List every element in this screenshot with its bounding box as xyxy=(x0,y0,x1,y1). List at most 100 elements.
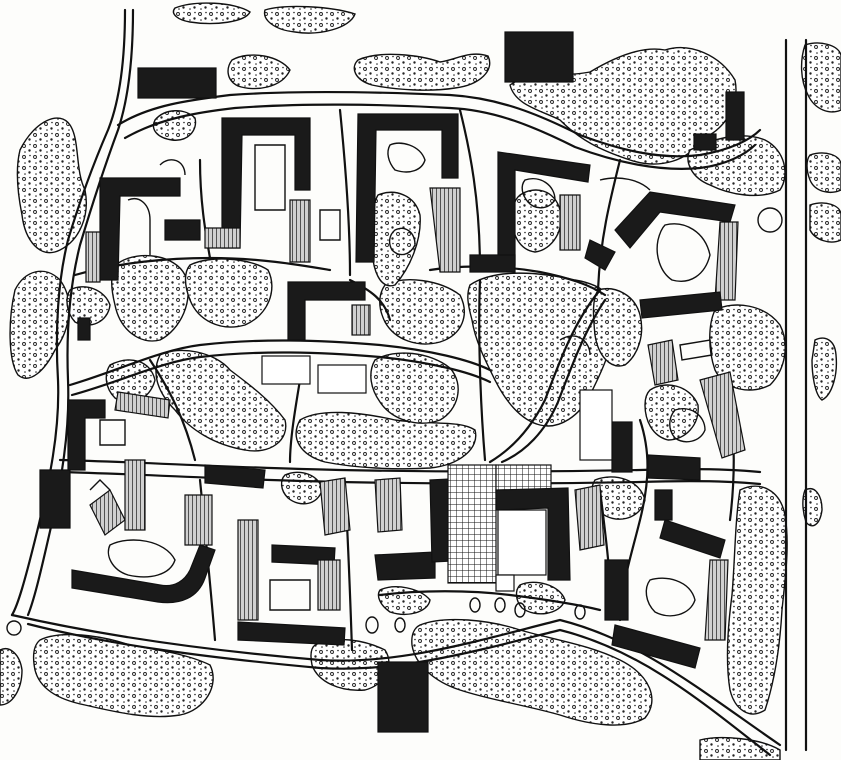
planter xyxy=(514,602,526,618)
planter xyxy=(365,616,379,634)
access-road xyxy=(70,351,492,397)
access-road xyxy=(148,358,197,462)
tree-canopy xyxy=(809,202,841,243)
access-road xyxy=(378,590,602,612)
footpath xyxy=(599,177,651,191)
tree-canopy xyxy=(0,648,23,706)
tree-canopy xyxy=(155,349,287,452)
residential-block xyxy=(164,219,201,241)
courtyard-path xyxy=(388,227,416,256)
access-road xyxy=(500,298,607,464)
civic-hall xyxy=(497,509,547,576)
tree-canopy xyxy=(263,5,356,34)
residential-block xyxy=(114,391,171,419)
residential-block xyxy=(611,624,701,669)
perimeter-road xyxy=(10,613,782,747)
access-road xyxy=(116,90,762,158)
tree-canopy xyxy=(699,736,781,760)
pavilion xyxy=(261,355,311,385)
access-road xyxy=(288,378,302,464)
tree-canopy xyxy=(280,471,323,505)
courtyard-path xyxy=(254,144,286,211)
tree-canopy xyxy=(371,191,421,287)
access-road xyxy=(478,278,487,462)
footpath xyxy=(559,335,591,356)
access-road xyxy=(458,108,482,272)
courtyard-path xyxy=(387,142,426,173)
residential-block xyxy=(355,113,459,263)
residential-block xyxy=(639,291,723,319)
residential-block xyxy=(704,559,729,641)
tree-canopy xyxy=(295,411,477,470)
tree-canopy xyxy=(800,42,841,113)
building-block xyxy=(504,31,574,83)
perimeter-road xyxy=(10,8,127,617)
commercial-center xyxy=(495,487,571,581)
footpath xyxy=(319,209,341,241)
residential-block xyxy=(604,559,629,621)
residential-block xyxy=(429,187,461,273)
tree-canopy xyxy=(184,258,273,328)
tree-canopy xyxy=(811,337,838,401)
residential-block xyxy=(89,489,126,536)
courtyard-path xyxy=(127,198,151,255)
tree-canopy xyxy=(111,254,189,342)
residential-block xyxy=(699,371,746,459)
residential-block xyxy=(319,477,351,536)
residential-block xyxy=(574,484,605,551)
residential-block xyxy=(584,239,616,271)
building-block xyxy=(693,133,717,151)
access-road xyxy=(596,158,622,292)
courtyard-path xyxy=(99,419,126,446)
residential-block xyxy=(579,389,613,461)
tree-canopy xyxy=(310,638,390,691)
access-road xyxy=(338,108,352,277)
school-building xyxy=(287,281,366,341)
tree-canopy xyxy=(644,384,699,441)
residential-block xyxy=(39,469,71,529)
building-block xyxy=(725,91,745,141)
footpath xyxy=(679,339,713,361)
tree-canopy xyxy=(152,110,197,141)
residential-block xyxy=(77,317,91,341)
planter xyxy=(469,597,481,613)
residential-block xyxy=(659,519,726,559)
residential-block xyxy=(611,421,633,473)
tree-canopy xyxy=(353,53,491,91)
courtyard-paths xyxy=(6,142,783,636)
market-plaza xyxy=(447,464,497,584)
residential-block xyxy=(614,191,736,249)
residential-block xyxy=(647,339,679,386)
building-block xyxy=(137,67,217,99)
tree-canopy xyxy=(227,54,291,90)
courtyard-path xyxy=(645,577,696,617)
residential-block xyxy=(184,494,213,546)
building-group xyxy=(39,31,746,733)
courtyard-path xyxy=(269,579,311,611)
residential-block xyxy=(71,544,216,604)
tree-canopy xyxy=(726,485,788,715)
residential-block xyxy=(654,489,673,521)
tree-canopy xyxy=(16,117,87,254)
residential-block xyxy=(85,231,101,283)
roundabout xyxy=(757,207,783,233)
access-road xyxy=(123,103,757,170)
tree-canopy xyxy=(370,352,459,424)
residential-block xyxy=(647,454,701,481)
residential-block xyxy=(204,227,241,249)
residential-block xyxy=(317,559,341,611)
commercial-center xyxy=(374,477,403,533)
commercial-center xyxy=(374,551,436,581)
residential-block xyxy=(237,621,346,646)
access-road xyxy=(198,158,212,260)
roundabout xyxy=(6,620,22,636)
residential-block xyxy=(289,199,311,263)
pavilion xyxy=(317,364,367,394)
tree-canopy xyxy=(802,488,823,527)
courtyard-path xyxy=(107,539,176,578)
tree-canopy xyxy=(9,270,70,379)
tree-canopy xyxy=(806,152,841,193)
tree-canopy xyxy=(32,633,214,718)
residential-block xyxy=(204,464,266,489)
